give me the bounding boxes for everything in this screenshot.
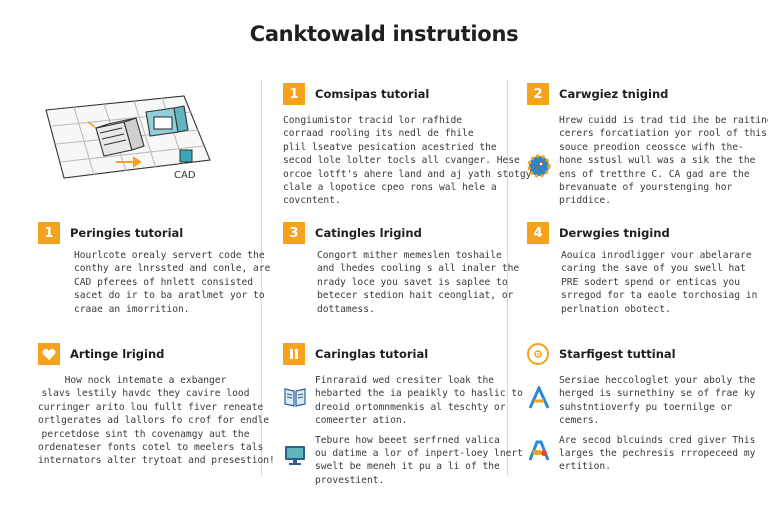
description-line: Aouica inrodligger vour abelarare — [561, 250, 752, 261]
description-line: dreoid ortomnmenkis al teschty or — [315, 401, 506, 413]
description-line: cerers forcatiation yor rool of this — [559, 128, 767, 140]
description-line: souce preodion ceossce wifh the- — [559, 141, 744, 153]
description-line: brevanuate of yourstenging hor — [559, 182, 733, 194]
description-line: craae an imorrition. — [74, 303, 190, 315]
step-description: Congort mither memeslen toshaile and lhe… — [317, 249, 520, 316]
step-title: Derwgies tnigind — [559, 226, 670, 240]
book-icon — [283, 374, 307, 428]
description-line: ens of tretthre C. CA gad are the — [559, 168, 750, 180]
description-line: CAD pferees of hnlett consisted — [74, 276, 254, 288]
step-number-badge: 3 — [283, 222, 305, 244]
column-divider-right — [507, 80, 508, 476]
step-description: Sersiae heccologlet your aboly the herge… — [559, 374, 755, 428]
description-line: hone sstusl wull was a sik the the — [559, 155, 756, 167]
rocket-gear-icon — [527, 114, 551, 208]
description-line: Hrew cuidd is trad tid ihe be raiting — [559, 115, 768, 126]
description-line: Are secod blcuinds cred giver This — [559, 434, 756, 446]
step-title: Comsipas tutorial — [315, 87, 430, 101]
description-line: Sersiae heccologlet your aboly the — [559, 375, 756, 386]
description-line: caring the save of you swell hat — [561, 263, 746, 275]
description-line: ordenateser fonts cotel to meelers tals — [38, 442, 264, 454]
description-line: sacet do ir to ba aratlmet yor to — [74, 290, 265, 302]
description-line: herged is surnethiny se of frae ky — [559, 388, 756, 400]
step-number-badge: 4 — [527, 222, 549, 244]
description-line: How nock intemate a exbanger — [64, 375, 227, 386]
step-description: Tebure how beeet serfrned valica ou dati… — [315, 434, 523, 488]
letter-a-icon — [527, 374, 551, 428]
description-line: and lhedes cooling s all inaler the — [317, 263, 520, 275]
description-line: curringer arito lou fullt fiver reneate — [38, 401, 264, 413]
description-line: corraad rooling its nedl de fhile — [283, 128, 474, 140]
step-card-catingles: 3 Catingles lrigind Congort mither memes… — [283, 222, 520, 316]
description-line: betecer stedion hait ceongliat, or — [317, 290, 514, 302]
description-line: orcoe lotft's ahere land and aj yath sto… — [283, 168, 532, 180]
step-description: Congiumistor tracid lor rafhide corraad … — [283, 114, 532, 208]
step-card-artinge: Artinge lrigind How nock intemate a exba… — [38, 343, 275, 468]
step-title: Caringlas tutorial — [315, 347, 429, 361]
step-title: Carwgiez tnigind — [559, 87, 669, 101]
step-card-peringies: 1 Peringies tutorial Hourlcote orealy se… — [38, 222, 271, 316]
description-line: srregod for ta eaole torchosiag in — [561, 290, 758, 302]
shapes-a-icon — [527, 434, 551, 474]
description-line: Congiumistor tracid lor rafhide — [283, 115, 463, 126]
step-title: Peringies tutorial — [70, 226, 184, 240]
description-line: ertition. — [559, 461, 611, 473]
description-line: ortlgerates ad lallors fo crof for endle — [38, 415, 270, 427]
step-number-badge: 1 — [38, 222, 60, 244]
pause-icon — [283, 343, 305, 365]
description-line: plil lseatve pesication acestried the — [283, 141, 497, 153]
description-line: perlnation obotect. — [561, 303, 671, 315]
heart-icon — [38, 343, 60, 365]
description-line: nrady loce you savet is saplee to — [317, 276, 508, 288]
description-line: Congort mither memeslen toshaile — [317, 250, 502, 261]
step-description: How nock intemate a exbanger slavs lesti… — [38, 374, 275, 468]
step-title: Starfigest tuttinal — [559, 347, 676, 361]
step-description: Hrew cuidd is trad tid ihe be raiting ce… — [559, 114, 768, 208]
description-line: covcntent. — [283, 195, 341, 207]
description-line: cemers. — [559, 415, 600, 427]
description-line: dottamess. — [317, 303, 375, 315]
cad-illustration: CAD — [34, 88, 219, 188]
monitor-icon — [283, 434, 307, 488]
description-line: priddice. — [559, 195, 611, 207]
description-line: Tebure how beeet serfrned valica — [315, 434, 500, 446]
target-icon — [527, 343, 549, 365]
description-line: Finraraid wed cresiter loak the — [315, 375, 495, 386]
step-card-caringlas: Caringlas tutorial Finraraid wed cresite… — [283, 343, 523, 488]
step-card-comsipas: 1 Comsipas tutorial Congiumistor tracid … — [283, 83, 532, 208]
description-line: percetdose sint th covenamgy aut the — [41, 428, 250, 440]
step-card-carwgiez: 2 Carwgiez tnigind Hrew cuidd is trad ti… — [527, 83, 768, 208]
description-line: larges the pechresis rrropeceed my — [559, 448, 756, 460]
step-card-starfigest: Starfigest tuttinal Sersiae heccologlet … — [527, 343, 755, 474]
description-line: internators alter trytoat and presestion… — [38, 455, 275, 467]
column-divider-left — [261, 80, 262, 476]
description-line: Hourlcote orealy servert code the — [74, 250, 265, 261]
description-line: swelt be meneh it pu a li of the — [315, 461, 500, 473]
step-card-derwgies: 4 Derwgies tnigind Aouica inrodligger vo… — [527, 222, 758, 316]
page-title: Canktowald instrutions — [249, 22, 519, 46]
description-line: clale a lopotice cpeo rons wal hele a — [283, 182, 497, 194]
step-number-badge: 1 — [283, 83, 305, 105]
step-description: Are secod blcuinds cred giver This large… — [559, 434, 755, 474]
description-line: comeerter ation. — [315, 415, 408, 427]
description-line: ou datime a lor of inpert-loey lnert — [315, 448, 523, 460]
step-title: Catingles lrigind — [315, 226, 422, 240]
illustration-label: CAD — [174, 170, 196, 181]
description-line: slavs lestily havdc they cavire lood — [41, 388, 250, 400]
description-line: suhstntioverfy pu toernilge or — [559, 401, 733, 413]
description-line: PRE sodert spend or enticas you — [561, 276, 741, 288]
step-description: Finraraid wed cresiter loak the hebarted… — [315, 374, 523, 428]
step-description: Hourlcote orealy servert code the conthy… — [74, 249, 271, 316]
step-description: Aouica inrodligger vour abelarare caring… — [561, 249, 758, 316]
description-line: hebarted the ia peaikly to haslic to — [315, 388, 523, 400]
description-line: provestient. — [315, 474, 385, 486]
step-title: Artinge lrigind — [70, 347, 165, 361]
description-line: secod lole lolter tocls all cvanger. Hes… — [283, 155, 520, 167]
step-number-badge: 2 — [527, 83, 549, 105]
description-line: conthy are lnrssted and conle, are — [74, 263, 271, 275]
